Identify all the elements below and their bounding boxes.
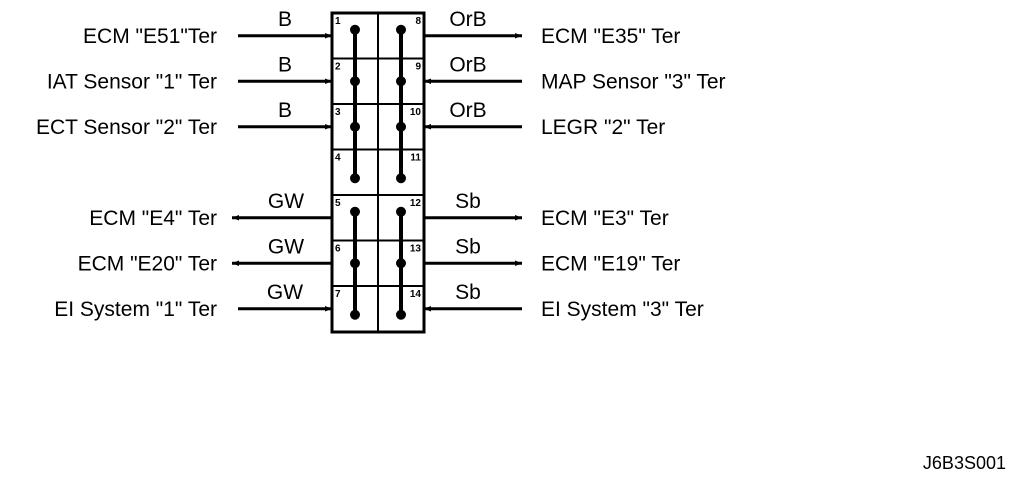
junction-dot xyxy=(396,24,406,35)
junction-dot xyxy=(350,24,360,35)
terminal-label: LEGR "2" Ter xyxy=(541,116,665,139)
wire-color-code: B xyxy=(278,53,292,76)
pin-number: 7 xyxy=(335,289,341,300)
junction-dot xyxy=(396,309,406,320)
wire-color-code: Sb xyxy=(455,281,481,304)
pin-number: 11 xyxy=(410,153,421,164)
pin-number: 8 xyxy=(415,16,421,27)
terminal-label: ECT Sensor "2" Ter xyxy=(36,116,217,139)
pin-number: 6 xyxy=(335,244,341,255)
terminal-label: EI System "3" Ter xyxy=(541,298,704,321)
junction-dot xyxy=(350,206,360,217)
wire-color-code: B xyxy=(278,8,292,31)
pin-number: 2 xyxy=(335,62,341,73)
terminal-label: ECM "E51"Ter xyxy=(83,25,217,48)
right-wire-codes: OrB OrB OrB Sb Sb Sb xyxy=(449,8,486,304)
diagram-id: J6B3S001 xyxy=(922,453,1006,473)
pin-number: 12 xyxy=(410,198,422,209)
pin-numbers: 1 2 3 4 5 6 7 8 9 10 11 12 13 14 xyxy=(335,16,421,300)
junction-connector xyxy=(330,11,426,334)
terminal-label: IAT Sensor "1" Ter xyxy=(47,70,217,93)
pin-number: 5 xyxy=(335,198,341,209)
terminal-label: ECM "E3" Ter xyxy=(541,207,669,230)
internal-jumpers xyxy=(350,24,406,320)
pin-number: 3 xyxy=(335,107,341,118)
terminal-label: ECM "E4" Ter xyxy=(89,207,217,230)
pin-number: 14 xyxy=(410,289,422,300)
terminal-label: ECM "E35" Ter xyxy=(541,25,680,48)
junction-dot xyxy=(396,173,406,184)
wire-color-code: GW xyxy=(267,281,303,304)
junction-dot xyxy=(396,206,406,217)
junction-dot xyxy=(350,258,360,269)
terminal-label: MAP Sensor "3" Ter xyxy=(541,70,726,93)
pin-number: 13 xyxy=(410,244,422,255)
junction-dot xyxy=(396,76,406,87)
pin-number: 9 xyxy=(415,62,421,73)
junction-dot xyxy=(396,121,406,132)
terminal-label: ECM "E19" Ter xyxy=(541,252,680,275)
wire-color-code: OrB xyxy=(449,8,486,31)
pin-number: 4 xyxy=(335,153,341,164)
wires xyxy=(232,32,522,312)
junction-dot xyxy=(350,309,360,320)
pin-number: 10 xyxy=(410,107,422,118)
wire-color-code: Sb xyxy=(455,235,481,258)
junction-dot xyxy=(350,173,360,184)
terminal-label: ECM "E20" Ter xyxy=(78,252,217,275)
junction-dot xyxy=(350,121,360,132)
wire-color-code: Sb xyxy=(455,190,481,213)
wire-color-code: GW xyxy=(268,235,304,258)
wire-color-code: GW xyxy=(268,190,304,213)
terminal-label: EI System "1" Ter xyxy=(54,298,217,321)
junction-dot xyxy=(396,258,406,269)
right-terminal-labels: ECM "E35" Ter MAP Sensor "3" Ter LEGR "2… xyxy=(541,25,726,321)
pin-number: 1 xyxy=(335,16,341,27)
wire-color-code: OrB xyxy=(449,99,486,122)
wire-color-code: OrB xyxy=(449,53,486,76)
left-wire-codes: B B B GW GW GW xyxy=(267,8,304,304)
left-terminal-labels: ECM "E51"Ter IAT Sensor "1" Ter ECT Sens… xyxy=(36,25,217,321)
junction-dot xyxy=(350,76,360,87)
wire-color-code: B xyxy=(278,99,292,122)
